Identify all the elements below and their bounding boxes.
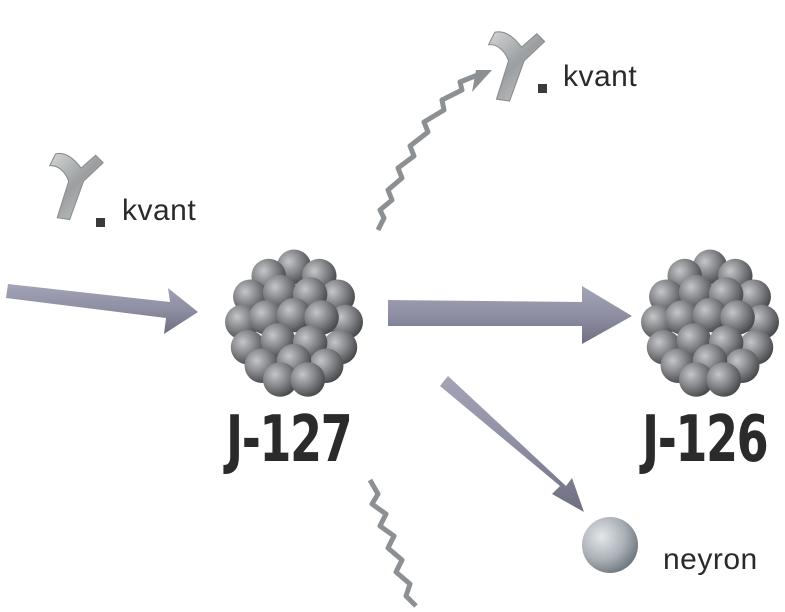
- parent-nucleus-icon: [225, 250, 363, 397]
- neutron-arrow: [440, 376, 584, 512]
- neutron-label: neyron: [663, 545, 758, 575]
- incoming-gamma-icon: [43, 149, 104, 223]
- outgoing-gamma-icon: [481, 27, 545, 104]
- outgoing-gamma-dot: [538, 84, 547, 93]
- incoming-gamma-label: kvant: [122, 196, 196, 226]
- transition-arrow: [388, 286, 632, 344]
- incoming-gamma-dot: [96, 218, 105, 227]
- outgoing-gamma-label: kvant: [563, 62, 637, 92]
- outgoing-gamma-wave: [378, 70, 492, 230]
- neutron-icon: [582, 517, 638, 573]
- daughter-nucleus-label: J-126: [642, 408, 767, 472]
- daughter-nucleus-icon: [641, 250, 779, 397]
- parent-nucleus-label: J-127: [226, 408, 351, 472]
- downward-wave: [370, 480, 416, 606]
- incoming-arrow: [6, 284, 198, 334]
